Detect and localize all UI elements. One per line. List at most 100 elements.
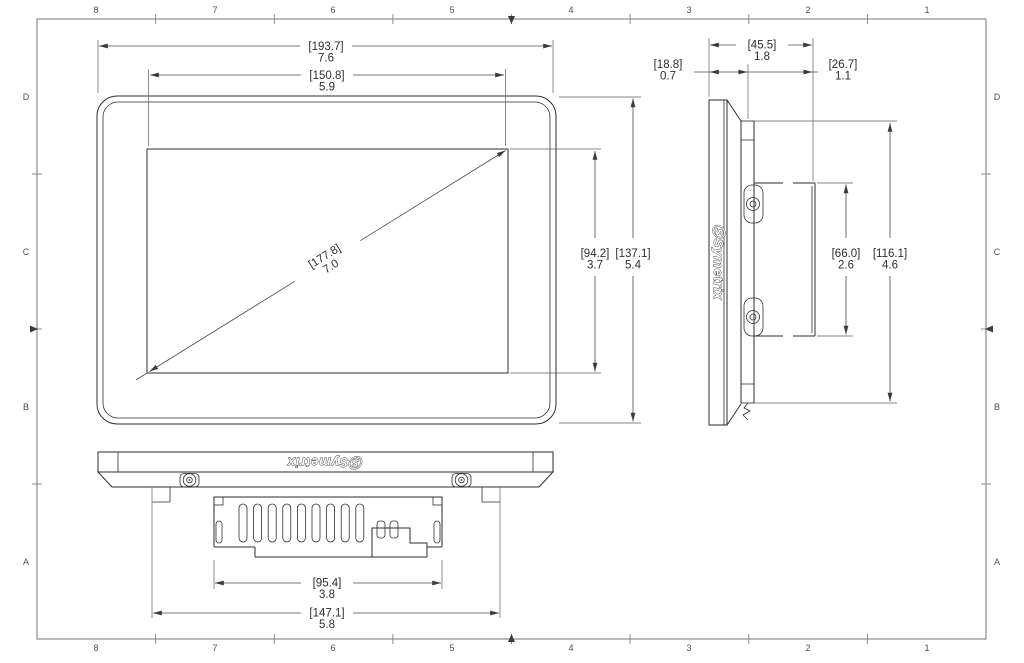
dim-mm: [147.1] <box>309 608 344 620</box>
front-view: [193.7] 7.6 [150.8] 5.9 [177.8] 7.0 [94.… <box>96 40 651 425</box>
bottom-box-slot-right <box>433 520 441 544</box>
grid-row-right-A: A <box>994 557 1000 567</box>
symetrix-logo-side: ⓈSymetrix <box>711 224 726 300</box>
dim-mm: [150.8] <box>309 70 344 82</box>
connector-prong <box>376 520 386 539</box>
bottom-box-slot-left <box>215 520 223 544</box>
dim-mm: [193.7] <box>308 41 343 53</box>
dim-screen-diagonal: [177.8] 7.0 <box>135 150 506 381</box>
grid-row-left-D: D <box>23 92 30 102</box>
dim-arrow-line <box>359 150 506 242</box>
bottom-extension-lines <box>151 487 501 618</box>
bottom-plate-notches <box>152 487 500 503</box>
frame-border <box>36 18 987 640</box>
dim-front-outer-height: [137.1] 5.4 <box>615 98 651 422</box>
screw-right-inner <box>458 476 465 484</box>
grid-col-bottom-3: 3 <box>686 643 691 653</box>
screw-right-center <box>460 479 463 481</box>
grid-col-bottom-7: 7 <box>212 643 217 653</box>
grid-col-bottom-5: 5 <box>449 643 454 653</box>
logo-text: Symetrix <box>711 239 726 300</box>
dim-mm: [95.4] <box>313 578 342 590</box>
logo-mark: Ⓢ <box>711 224 726 239</box>
dim-front-screen-height: [94.2] 3.7 <box>581 151 609 372</box>
vent-slot <box>296 503 306 543</box>
vent-slot <box>282 503 292 543</box>
dim-side-total-depth: [45.5] 1.8 <box>710 40 812 63</box>
connector-prong <box>389 520 399 539</box>
bottom-box-tab-right <box>432 496 443 506</box>
grid-row-left-B: B <box>23 402 29 412</box>
dim-inch: 1.1 <box>835 71 851 83</box>
dim-mm: [66.0] <box>832 248 861 260</box>
screw-left-center <box>188 479 191 481</box>
grid-col-top-1: 1 <box>924 5 929 15</box>
grid-col-bottom-2: 2 <box>805 643 810 653</box>
grid-col-top-8: 8 <box>93 5 98 15</box>
grid-col-top-3: 3 <box>686 5 691 15</box>
vent-slot <box>326 503 336 543</box>
front-extension-lines <box>97 40 641 424</box>
dim-inch: 5.8 <box>319 619 335 631</box>
side-screw-boss-bottom <box>743 297 764 337</box>
grid-row-left-A: A <box>23 557 29 567</box>
bottom-bezel-corner-lines <box>117 452 534 472</box>
vent-slot <box>253 503 263 543</box>
side-bezel-bevels <box>726 99 742 426</box>
screw-right <box>454 473 469 487</box>
dim-mm: [26.7] <box>829 59 858 71</box>
screw-left <box>182 473 197 487</box>
grid-row-right-C: C <box>994 247 1001 257</box>
grid-col-bottom-4: 4 <box>568 643 573 653</box>
dim-inch: 0.7 <box>660 71 676 83</box>
side-mount-plate <box>740 120 755 404</box>
logo-text: Symetrix <box>287 455 348 470</box>
screen-outline <box>146 148 509 374</box>
vent-slot <box>311 503 321 543</box>
connector-body <box>371 527 428 557</box>
side-extension-lines <box>708 38 897 404</box>
vent-slot <box>238 503 248 543</box>
grid-col-top-7: 7 <box>212 5 217 15</box>
dim-inch: 5.4 <box>625 260 642 272</box>
drawing-frame: 8 7 6 5 4 3 2 1 8 7 6 5 4 3 2 1 D C B A … <box>23 5 1001 653</box>
side-panel-outline <box>708 99 728 426</box>
panel-bezel-outline <box>102 101 551 419</box>
bottom-box-tab-left <box>213 496 224 506</box>
dim-bottom-mount-plate-width: [147.1] 5.8 <box>153 608 499 631</box>
side-view: ⓈSymetrix [45.5] 1.8 [18.8] 0.7 [26.7] 1… <box>654 38 907 426</box>
side-screw-boss-top <box>743 184 764 224</box>
dim-front-outer-width: [193.7] 7.6 <box>99 41 552 65</box>
frame-division-ticks <box>32 14 991 644</box>
side-bottom-clip <box>742 402 751 421</box>
side-rear-box <box>753 182 816 337</box>
screw-left-inner <box>186 476 193 484</box>
grid-col-bottom-8: 8 <box>93 643 98 653</box>
grid-col-top-4: 4 <box>568 5 573 15</box>
dim-arrow-line <box>149 280 296 372</box>
dim-overshoot-line <box>135 372 148 381</box>
dim-inch: 4.6 <box>882 260 898 272</box>
panel-outer-outline <box>96 95 557 425</box>
rj45-connector <box>371 520 428 557</box>
grid-col-bottom-1: 1 <box>924 643 929 653</box>
dim-inch: 2.6 <box>838 260 854 272</box>
bottom-rear-box <box>213 496 443 558</box>
vent-slot <box>340 503 350 543</box>
bottom-view: ⓈSymetrix [95.4] 3.8 [147.1] 5.8 <box>96 451 555 631</box>
grid-col-top-2: 2 <box>805 5 810 15</box>
dim-inch: 5.9 <box>319 82 335 94</box>
grid-row-right-B: B <box>994 402 1000 412</box>
dim-bottom-rear-box-width: [95.4] 3.8 <box>215 578 441 601</box>
bottom-bezel-taper <box>96 471 555 488</box>
vent-slot <box>267 503 277 543</box>
dim-inch: 3.8 <box>319 589 335 601</box>
dim-inch: 1.8 <box>754 51 770 63</box>
side-screw-top-inner <box>749 200 757 208</box>
dim-side-rear-box-height: [66.0] 2.6 <box>832 184 861 335</box>
grid-col-bottom-6: 6 <box>330 643 335 653</box>
side-plate-steps <box>741 139 754 385</box>
vent-slot <box>355 503 365 543</box>
